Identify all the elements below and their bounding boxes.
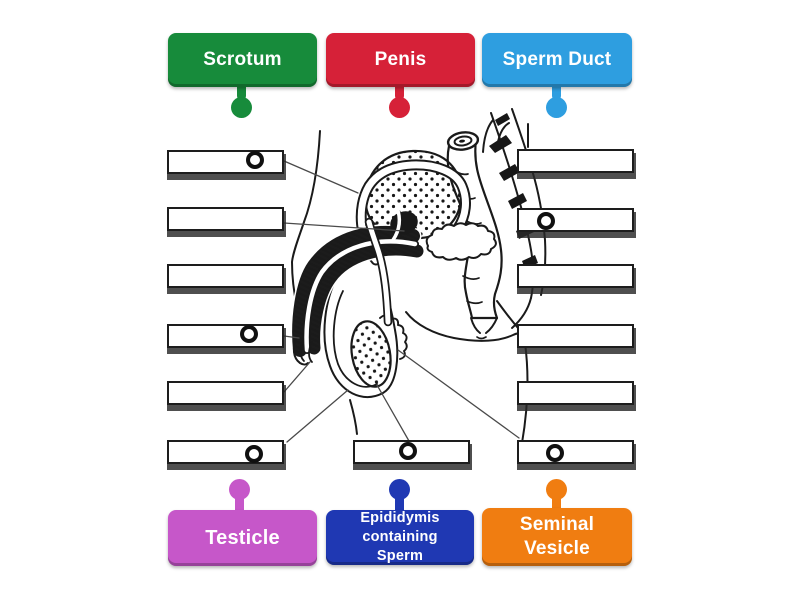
answer-slot-right-6[interactable] [517,440,634,464]
pin-ball-seminal-vesicle [546,479,567,500]
label-testicle[interactable]: Testicle [168,510,317,566]
pin-ball-scrotum [231,97,252,118]
answer-slot-left-6[interactable] [167,440,284,464]
answer-slot-left-5[interactable] [167,381,284,405]
drop-target-ring [245,445,263,463]
answer-slot-right-4[interactable] [517,324,634,348]
pin-ball-penis [389,97,410,118]
vas-deferens [364,217,393,327]
buttock-outline [405,300,529,444]
pin-ball-sperm-duct [546,97,567,118]
pin-stem-testicle [235,494,244,514]
answer-slot-left-4[interactable] [167,324,284,348]
drop-target-ring [246,151,264,169]
rectum-opening [446,131,480,151]
seminal-vesicle-shape [425,222,497,261]
pin-stem-seminal-vesicle [552,492,561,512]
testicle-shape [350,320,392,388]
drop-target-ring [537,212,555,230]
label-sperm-duct[interactable]: Sperm Duct [482,33,632,87]
label-testicle-text: Testicle [205,526,280,549]
answer-slot-right-1[interactable] [517,149,634,173]
thigh-line [349,399,358,435]
drop-target-ring [240,325,258,343]
label-penis-text: Penis [374,49,427,70]
connector-lines [283,160,520,443]
answer-slot-left-3[interactable] [167,264,284,288]
pin-ball-epididymis [389,479,410,500]
answer-slot-right-2[interactable] [517,208,634,232]
label-penis[interactable]: Penis [326,33,475,87]
label-sperm-duct-text: Sperm Duct [502,49,612,70]
label-epididymis[interactable]: Epididymis containing Sperm [326,510,474,565]
pin-stem-sperm-duct [552,82,561,100]
prostate [390,206,418,242]
drop-target-ring [546,444,564,462]
label-scrotum-text: Scrotum [203,49,282,70]
label-epididymis-text: Epididymis containing Sperm [360,510,440,564]
pin-stem-penis [395,82,404,100]
pin-stem-scrotum [237,82,246,100]
label-seminal-vesicle[interactable]: Seminal Vesicle [482,508,632,566]
label-seminal-vesicle-text: Seminal Vesicle [519,514,595,559]
answer-slot-right-5[interactable] [517,381,634,405]
pin-ball-testicle [229,479,250,500]
answer-slot-left-1[interactable] [167,150,284,174]
penis-shaft [290,224,425,366]
drop-target-ring [399,442,417,460]
answer-slot-right-3[interactable] [517,264,634,288]
label-scrotum[interactable]: Scrotum [168,33,317,87]
answer-slot-left-2[interactable] [167,207,284,231]
pin-stem-epididymis [395,494,404,514]
